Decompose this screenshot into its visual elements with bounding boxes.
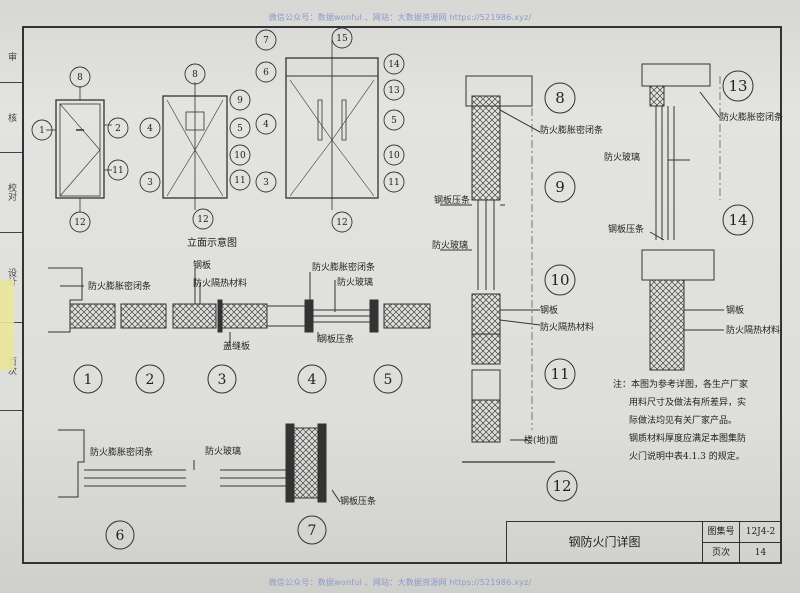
marker-label: 14 bbox=[388, 60, 400, 70]
elevation-glazed-door bbox=[285, 40, 379, 210]
marker-label: 4 bbox=[263, 120, 269, 130]
elevation-markers: 8 1 2 11 12 8 4 3 9 5 10 11 12 7 6 4 3 1… bbox=[31, 27, 405, 233]
marker-label: 8 bbox=[77, 73, 83, 83]
detail-number: 7 bbox=[308, 523, 317, 539]
note-line: 际做法均见有关厂家产品。 bbox=[629, 416, 738, 426]
strip-cell: 校对 bbox=[0, 152, 22, 233]
page-value: 14 bbox=[754, 548, 767, 558]
detail-number: 11 bbox=[550, 365, 569, 383]
marker-label: 6 bbox=[263, 68, 269, 78]
marker-label: 1 bbox=[39, 126, 45, 136]
marker-label: 11 bbox=[234, 176, 245, 186]
svg-text:防火玻璃: 防火玻璃 bbox=[337, 276, 373, 288]
svg-text:钢板: 钢板 bbox=[726, 304, 744, 316]
svg-text:防火玻璃: 防火玻璃 bbox=[432, 239, 468, 251]
atlas-value: 12J4-2 bbox=[740, 522, 781, 543]
marker-label: 11 bbox=[112, 166, 123, 176]
marker-label: 5 bbox=[391, 116, 397, 126]
elevation-caption: 立面示意图 bbox=[187, 236, 237, 249]
svg-text:防火隔热材料: 防火隔热材料 bbox=[193, 277, 247, 289]
svg-text:钢板压条: 钢板压条 bbox=[340, 495, 376, 507]
vertical-detail-numbers: 8 9 10 11 12 bbox=[544, 82, 578, 502]
detail-numbers-row-2: 6 7 bbox=[105, 515, 327, 550]
note-line: 火门说明中表4.1.3 的规定。 bbox=[629, 452, 745, 462]
detail-number: 10 bbox=[550, 271, 569, 289]
detail-row-2 bbox=[58, 423, 341, 503]
right-detail-labels: 防火膨胀密闭条 防火玻璃 钢板压条 钢板 防火隔热材料 bbox=[604, 111, 783, 336]
svg-text:钢板压条: 钢板压条 bbox=[434, 194, 470, 206]
detail-number: 4 bbox=[308, 372, 317, 388]
right-detail-column bbox=[641, 63, 724, 371]
detail-number: 5 bbox=[384, 372, 393, 388]
svg-text:钢板: 钢板 bbox=[193, 259, 211, 271]
title-block: 钢防火门详图 图集号 12J4-2 页次 14 bbox=[506, 521, 782, 564]
detail-row-1 bbox=[48, 267, 431, 346]
marker-label: 13 bbox=[388, 86, 400, 96]
atlas-label: 图集号 bbox=[703, 522, 740, 543]
marker-label: 10 bbox=[234, 151, 246, 161]
detail-row-2-labels: 防火膨胀密闭条 防火玻璃 钢板压条 bbox=[90, 445, 376, 507]
detail-number: 13 bbox=[728, 77, 747, 95]
svg-text:防火膨胀密闭条: 防火膨胀密闭条 bbox=[720, 111, 783, 123]
marker-label: 8 bbox=[192, 70, 198, 80]
right-detail-numbers: 13 14 bbox=[722, 70, 754, 236]
svg-text:楼(地)面: 楼(地)面 bbox=[524, 434, 558, 446]
svg-text:防火膨胀密闭条: 防火膨胀密闭条 bbox=[540, 124, 603, 136]
drawing-title: 钢防火门详图 bbox=[507, 522, 703, 563]
note-line: 用料尺寸及做法有所差异，实 bbox=[629, 398, 747, 408]
detail-number: 9 bbox=[555, 178, 565, 196]
marker-label: 12 bbox=[336, 218, 347, 228]
svg-text:防火玻璃: 防火玻璃 bbox=[604, 151, 640, 163]
svg-text:防火隔热材料: 防火隔热材料 bbox=[540, 321, 594, 333]
detail-number: 8 bbox=[555, 89, 565, 107]
watermark-bottom: 微信公众号：数据wonful 、网站：大数据资源网 https://521986… bbox=[268, 578, 532, 587]
detail-row-1-labels: 防火膨胀密闭条 钢板 防火隔热材料 盖缝板 防火膨胀密闭条 防火玻璃 钢板压条 bbox=[88, 259, 375, 352]
marker-label: 15 bbox=[336, 34, 348, 44]
svg-text:钢板压条: 钢板压条 bbox=[318, 333, 354, 345]
detail-numbers-row-1: 1 2 3 4 5 bbox=[73, 364, 403, 394]
svg-text:防火膨胀密闭条: 防火膨胀密闭条 bbox=[312, 261, 375, 273]
detail-number: 2 bbox=[146, 372, 155, 388]
detail-number: 6 bbox=[116, 528, 125, 544]
svg-text:防火隔热材料: 防火隔热材料 bbox=[726, 324, 780, 336]
detail-number: 1 bbox=[84, 372, 93, 388]
elevation-single-door bbox=[46, 86, 112, 212]
marker-label: 12 bbox=[197, 215, 208, 225]
svg-text:防火膨胀密闭条: 防火膨胀密闭条 bbox=[88, 280, 151, 292]
vertical-detail-column bbox=[440, 75, 555, 463]
drawing-frame bbox=[22, 26, 782, 564]
marker-label: 11 bbox=[388, 178, 399, 188]
svg-text:盖缝板: 盖缝板 bbox=[223, 340, 250, 352]
detail-number: 14 bbox=[728, 211, 747, 229]
svg-text:钢板: 钢板 bbox=[540, 304, 558, 316]
marker-label: 2 bbox=[115, 124, 121, 134]
marker bbox=[31, 27, 405, 233]
marker-label: 3 bbox=[263, 178, 269, 188]
marker-label: 5 bbox=[237, 124, 243, 134]
svg-text:防火玻璃: 防火玻璃 bbox=[205, 445, 241, 457]
marker-label: 12 bbox=[74, 218, 85, 228]
elevation-double-door bbox=[162, 82, 228, 210]
marker-label: 4 bbox=[147, 124, 153, 134]
marker-label: 9 bbox=[237, 96, 243, 106]
svg-text:钢板压条: 钢板压条 bbox=[608, 223, 644, 235]
strip-cell: 审 bbox=[0, 30, 22, 83]
marker-label: 10 bbox=[388, 151, 400, 161]
sticky-note bbox=[0, 280, 14, 370]
marker-label: 7 bbox=[263, 36, 269, 46]
marker-label: 3 bbox=[147, 178, 153, 188]
vertical-detail-labels: 防火膨胀密闭条 防火膨胀密闭条 钢板压条 防火玻璃 钢板 防火隔热材料 楼(地)… bbox=[432, 124, 603, 446]
page-label: 页次 bbox=[703, 543, 740, 563]
drawing-note: 注：本图为参考详图，各生产厂家 用料尺寸及做法有所差异，实 际做法均见有关厂家产… bbox=[613, 376, 783, 466]
detail-number: 12 bbox=[552, 477, 571, 495]
watermark-top: 微信公众号：数据wonful 、网站：大数据资源网 https://521986… bbox=[268, 13, 532, 22]
strip-cell: 核 bbox=[0, 82, 22, 153]
note-line: 钢质材料厚度应满足本图集防 bbox=[629, 434, 747, 444]
svg-text:防火膨胀密闭条: 防火膨胀密闭条 bbox=[90, 446, 153, 458]
detail-number: 3 bbox=[218, 372, 227, 388]
note-line: 注：本图为参考详图，各生产厂家 bbox=[613, 380, 749, 390]
